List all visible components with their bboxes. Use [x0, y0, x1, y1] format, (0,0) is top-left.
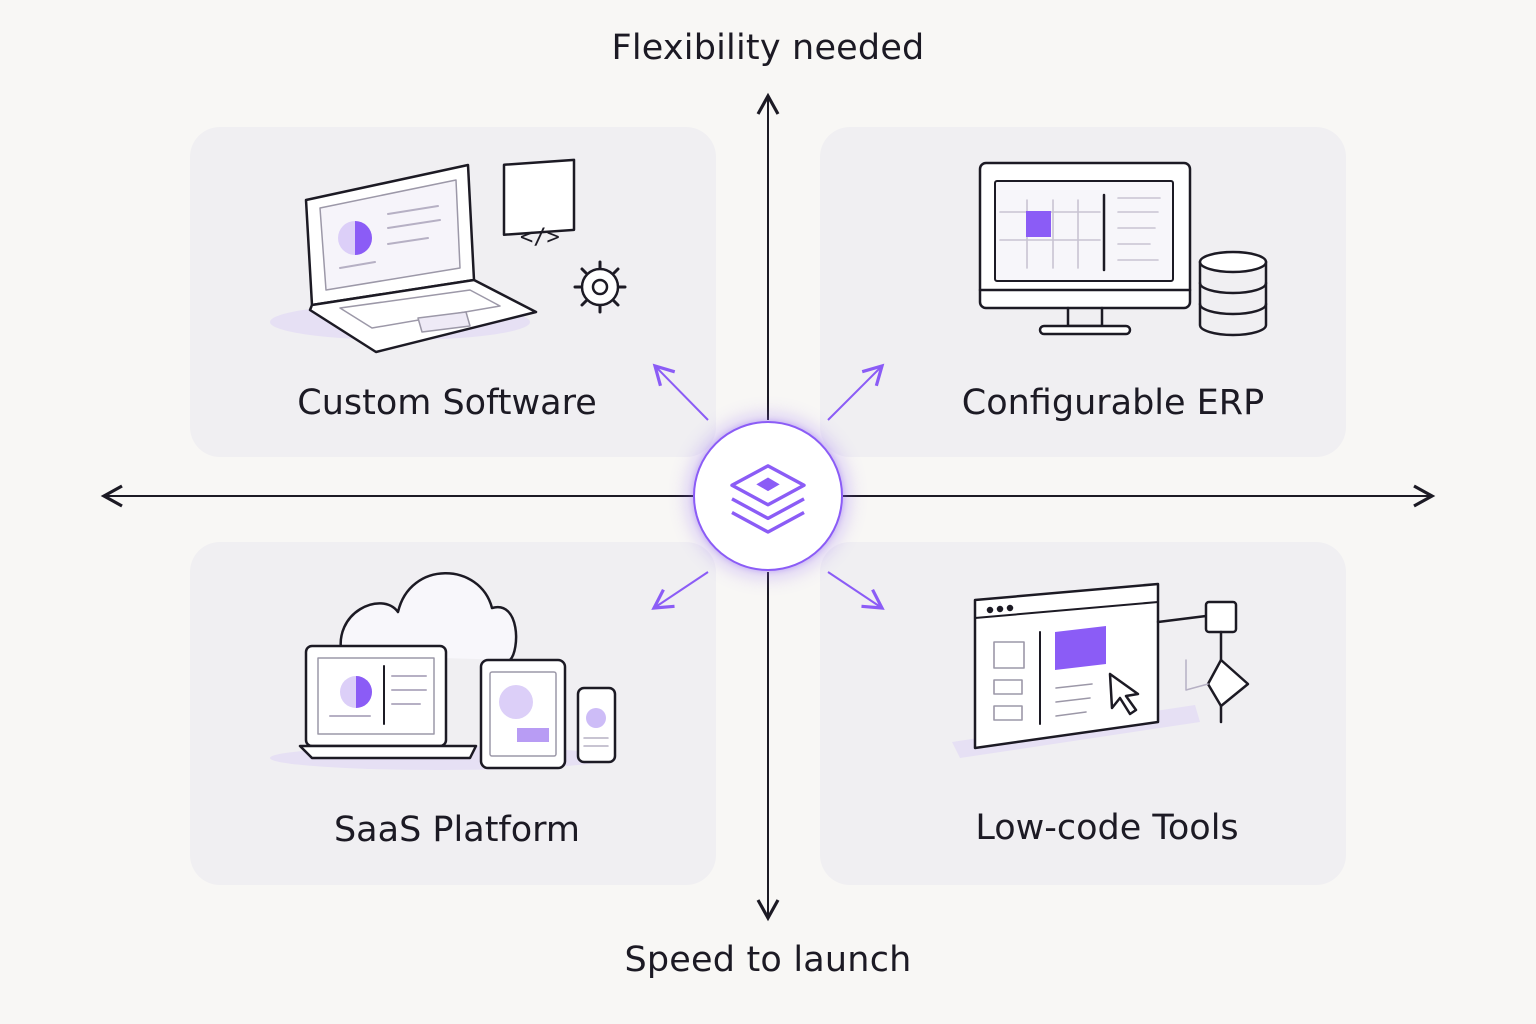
monitor-database-icon [978, 161, 1268, 337]
quadrant-low-code-tools: Low-code Tools [820, 542, 1346, 885]
browser-workflow-icon [952, 582, 1250, 758]
y-axis-bottom-label: Speed to launch [624, 940, 912, 980]
svg-text:</>: </> [520, 225, 560, 250]
layers-stack-icon [730, 464, 806, 534]
quadrant-configurable-erp: Configurable ERP [820, 127, 1346, 457]
quadrant-label: Low-code Tools [975, 808, 1239, 848]
quadrant-custom-software: </> Custom Software [190, 127, 716, 457]
cloud-devices-icon [270, 572, 617, 770]
quadrant-saas-platform: SaaS Platform [190, 542, 716, 885]
quadrant-label: Configurable ERP [961, 383, 1265, 423]
y-axis-top-label: Flexibility needed [611, 28, 925, 68]
laptop-code-gear-icon: </> [270, 158, 627, 354]
quadrant-label: Custom Software [297, 383, 597, 423]
central-hub [693, 421, 843, 571]
quadrant-label: SaaS Platform [333, 810, 581, 850]
